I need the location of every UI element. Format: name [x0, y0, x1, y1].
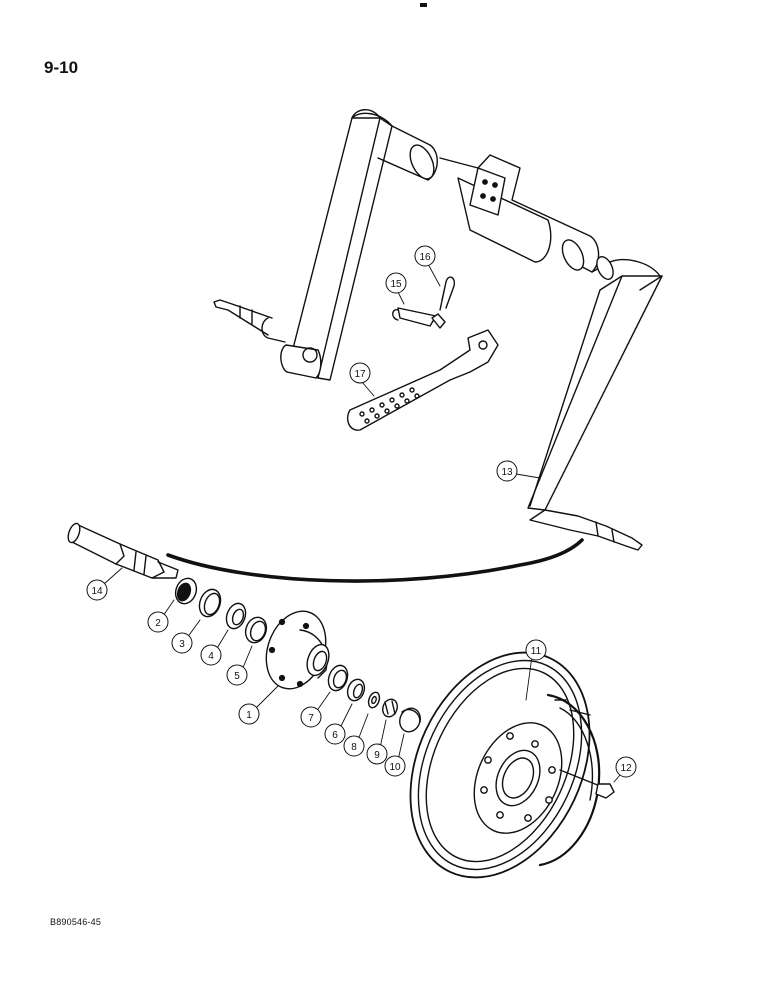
bearing-cup-inner — [244, 616, 268, 644]
svg-text:16: 16 — [419, 252, 431, 263]
callout-13: 13 — [496, 460, 518, 482]
svg-text:13: 13 — [501, 467, 513, 478]
bearing-cup-outer — [198, 588, 222, 618]
svg-text:3: 3 — [179, 639, 185, 650]
grease-seal — [174, 577, 198, 605]
callout-9: 9 — [366, 743, 388, 765]
wheel-rim — [409, 651, 601, 879]
svg-text:5: 5 — [234, 671, 240, 682]
callout-5: 5 — [226, 664, 248, 686]
callout-1: 1 — [238, 703, 260, 725]
callout-17: 17 — [349, 362, 371, 384]
svg-text:9: 9 — [374, 750, 380, 761]
svg-text:7: 7 — [308, 713, 314, 724]
bearing-cup-hub — [327, 664, 349, 692]
spindle — [67, 522, 179, 579]
bearing-cone-outer — [225, 602, 247, 630]
callout-6: 6 — [324, 723, 346, 745]
assembly-arrow — [166, 538, 584, 583]
svg-text:1: 1 — [246, 710, 252, 721]
callout-4: 4 — [200, 644, 222, 666]
callout-3: 3 — [171, 632, 193, 654]
callout-7: 7 — [300, 706, 322, 728]
axle-frame — [213, 109, 663, 551]
wheel-bolt — [559, 769, 615, 799]
svg-text:10: 10 — [389, 762, 401, 773]
callout-11: 11 — [525, 639, 547, 661]
svg-text:4: 4 — [208, 651, 214, 662]
svg-text:15: 15 — [390, 279, 402, 290]
callout-8: 8 — [343, 735, 365, 757]
wheel-hub — [265, 610, 330, 690]
svg-text:12: 12 — [620, 763, 632, 774]
top-mark — [420, 3, 427, 7]
hitch-pin — [392, 307, 446, 329]
washer — [367, 691, 381, 709]
callouts: 1 2 3 4 5 6 7 8 — [86, 245, 637, 778]
svg-text:11: 11 — [531, 646, 542, 657]
drawbar — [346, 329, 499, 431]
svg-text:2: 2 — [155, 618, 161, 629]
callout-14: 14 — [86, 579, 108, 601]
callout-10: 10 — [384, 755, 406, 777]
svg-text:17: 17 — [354, 369, 366, 380]
callout-15: 15 — [385, 272, 407, 294]
svg-text:14: 14 — [91, 586, 103, 597]
callout-leaders — [103, 263, 621, 783]
castle-nut — [382, 698, 398, 718]
page-number: 9-10 — [44, 58, 79, 77]
hair-pin-clip — [439, 276, 456, 311]
svg-text:6: 6 — [332, 730, 338, 741]
figure-code: B890546-45 — [50, 917, 102, 927]
svg-text:8: 8 — [351, 742, 357, 753]
callout-12: 12 — [615, 756, 637, 778]
callout-16: 16 — [414, 245, 436, 267]
bearing-cone-hub — [346, 678, 366, 702]
dust-cap — [399, 707, 421, 733]
callout-2: 2 — [147, 611, 169, 633]
